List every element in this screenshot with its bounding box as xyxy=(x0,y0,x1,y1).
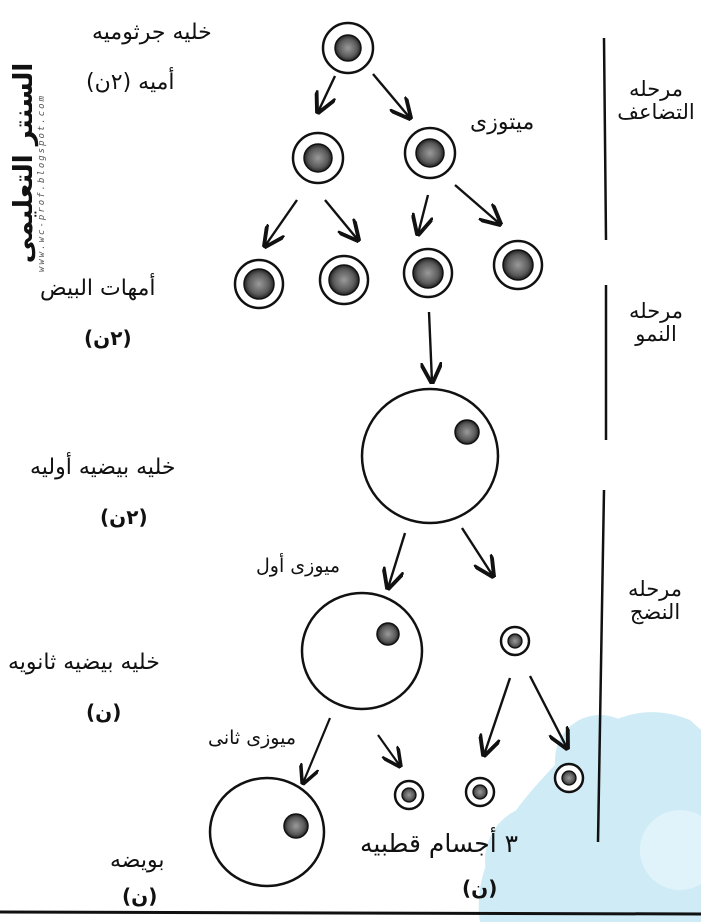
meiosis-2-label: ميوزى ثانى xyxy=(208,727,297,749)
arrow-meiosis-2-right xyxy=(377,734,400,766)
arrow-meiosis-2-left xyxy=(303,717,332,783)
watermark-url: www.wc-prof.blogspot.com xyxy=(37,93,47,273)
secondary-oocyte-label: خليه بيضيه ثانويه xyxy=(8,650,160,675)
secondary-oocyte-ploidy: (ن) xyxy=(86,700,122,724)
arrow-mitosis xyxy=(418,194,428,234)
primordial-germ-cell-ploidy: أميه (٢ن) xyxy=(86,70,175,95)
primordial-germ-cell xyxy=(321,21,375,75)
primary-oocyte-label: خليه بيضيه أوليه xyxy=(30,455,176,480)
arrow-mitosis xyxy=(265,199,298,246)
stage-multiplication-label: مرحله التضاعف xyxy=(617,77,695,125)
polar-bodies-ploidy: (ن) xyxy=(462,876,498,900)
oogonia-ploidy: (٢ن) xyxy=(84,326,132,350)
arrow-polar-division-right xyxy=(528,675,567,748)
oogonia-cell xyxy=(492,239,544,291)
arrow-polar-division-left xyxy=(484,677,512,755)
oogonium-cell xyxy=(291,131,345,185)
ovum xyxy=(208,776,326,888)
arrow-meiosis-1-right xyxy=(460,527,493,576)
oogonium-cell xyxy=(403,126,457,180)
oogonia-label: أمهات البيض xyxy=(40,276,156,301)
meiosis-1-label: ميوزى أول xyxy=(256,555,341,577)
polar-body xyxy=(553,762,585,794)
arrow-mitosis xyxy=(454,184,500,224)
oogonia-cell xyxy=(233,258,285,310)
polar-body xyxy=(464,776,496,808)
ovum-ploidy: (ن) xyxy=(122,884,158,908)
stage-growth-label: مرحله النمو xyxy=(628,299,684,347)
first-polar-body xyxy=(499,625,531,657)
oogonia-cell xyxy=(318,254,370,306)
primordial-germ-cell-label: خليه جرثوميه xyxy=(92,20,212,45)
watermark: السنتر التعليمى www.wc-prof.blogspot.com xyxy=(4,28,47,272)
stage-maturation-label: مرحله النضج xyxy=(627,577,683,625)
polar-bodies-label: ٣ أجسام قطبيه xyxy=(360,829,519,858)
stage-dividers xyxy=(596,37,608,843)
polar-body xyxy=(393,779,425,811)
arrow-germ-to-oogonium-left xyxy=(318,75,337,112)
ovum-label: بويضه xyxy=(110,848,165,873)
arrow-meiosis-1-left xyxy=(388,532,407,588)
primary-oocyte xyxy=(360,387,500,525)
watermark-brand: السنتر التعليمى xyxy=(9,62,39,264)
oogonia-cell xyxy=(402,247,454,299)
arrow-mitosis xyxy=(324,199,358,240)
watermark-shape xyxy=(478,712,701,922)
arrow-germ-to-oogonium-right xyxy=(372,73,410,118)
bottom-border xyxy=(0,910,701,916)
mitosis-label: ميتوزى xyxy=(470,110,535,135)
secondary-oocyte xyxy=(300,591,424,711)
arrow-growth xyxy=(429,311,432,382)
primary-oocyte-ploidy: (٢ن) xyxy=(100,505,148,529)
